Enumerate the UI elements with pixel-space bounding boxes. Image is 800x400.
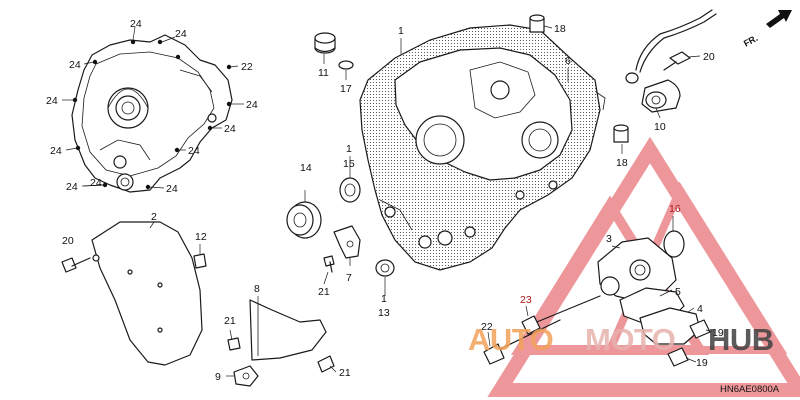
part-18-dowel-right [613, 124, 629, 143]
drawing-code: HN6AE0800A [720, 384, 780, 395]
part-18-dowel-top [529, 14, 545, 33]
part-8-bracket [249, 299, 327, 361]
callout-label: 24 [224, 123, 236, 135]
part-21-bolt-a [323, 255, 335, 273]
callout-label: 11 [318, 67, 329, 79]
part-23-bolt [521, 295, 601, 335]
leader-lines [62, 25, 713, 377]
callout-label: 24 [130, 18, 142, 30]
callout-label: 20 [62, 235, 74, 247]
callout-label: 10 [654, 121, 666, 133]
callout-label: 23 [520, 294, 532, 306]
part-16-oring [663, 230, 685, 258]
part-22-bolt [483, 319, 561, 365]
callout-labels: 24 24 24 22 24 24 24 24 24 24 24 24 1 18… [46, 18, 724, 383]
part-4-cover [639, 307, 701, 345]
direction-label: FR. [742, 33, 759, 49]
watermark-auto: AUTO [468, 322, 553, 357]
part-12-grommet [193, 253, 207, 269]
callout-label: 24 [175, 28, 187, 40]
callout-label: 24 [66, 181, 78, 193]
part-3-housing [597, 237, 677, 303]
callout-label: 24 [246, 99, 258, 111]
callout-label: 4 [697, 303, 703, 315]
callout-label: 5 [675, 286, 681, 298]
callout-label: 6 [565, 55, 571, 67]
callout-label: 9 [215, 371, 221, 383]
callout-label: 18 [554, 23, 566, 35]
part-11-cap [314, 32, 336, 54]
part-17-oring [338, 60, 354, 70]
watermark-hub: HUB [708, 322, 774, 357]
callout-label: 21 [224, 315, 236, 327]
callout-label: 1 [398, 25, 404, 37]
part-10-sensor [625, 9, 717, 113]
callout-label: 19 [696, 357, 708, 369]
callout-label: 2 [151, 211, 157, 223]
callout-label: 22 [481, 321, 493, 333]
callout-label: 3 [606, 233, 612, 245]
crankcase [359, 24, 606, 271]
fr-arrow-icon [766, 10, 792, 28]
callout-label: 7 [346, 272, 352, 284]
callout-label: 21 [318, 286, 330, 298]
callout-label: 1 [381, 293, 387, 305]
part-21-bolt-c [317, 355, 335, 373]
callout-label: 22 [241, 61, 253, 73]
callout-label: 24 [188, 145, 200, 157]
part-13-washer [375, 259, 395, 277]
callout-label: 14 [300, 162, 312, 174]
callout-label: 16 [669, 203, 681, 215]
part-20-bolt-right [663, 51, 691, 71]
callout-label: 12 [195, 231, 207, 243]
callout-label: 21 [339, 367, 351, 379]
callout-label: 24 [90, 177, 102, 189]
callout-label: 13 [378, 307, 390, 319]
callout-label: 19 [712, 327, 724, 339]
callout-label: 17 [340, 83, 352, 95]
callout-label: 1 [346, 143, 352, 155]
part-7-clamp [333, 225, 361, 259]
callout-label: 8 [254, 283, 260, 295]
callout-label: 24 [166, 183, 178, 195]
callout-label: 20 [703, 51, 715, 63]
left-cover [71, 34, 233, 193]
callout-label: 24 [46, 95, 58, 107]
part-21-bolt-b [227, 337, 241, 351]
part-20-bolt-left [61, 257, 91, 273]
callout-label: 15 [343, 158, 355, 170]
watermark-moto: MOTO [585, 322, 675, 357]
part-9-clamp [233, 365, 259, 387]
callout-label: 18 [616, 157, 628, 169]
callout-label: 24 [50, 145, 62, 157]
callout-label: 24 [69, 59, 81, 71]
part-2-plate [91, 221, 203, 366]
part-15-seal [339, 177, 361, 203]
part-19-bolts [667, 319, 711, 367]
part-14-bearing [286, 201, 322, 239]
watermark-text: AUTO MOTO HUB [468, 322, 774, 357]
